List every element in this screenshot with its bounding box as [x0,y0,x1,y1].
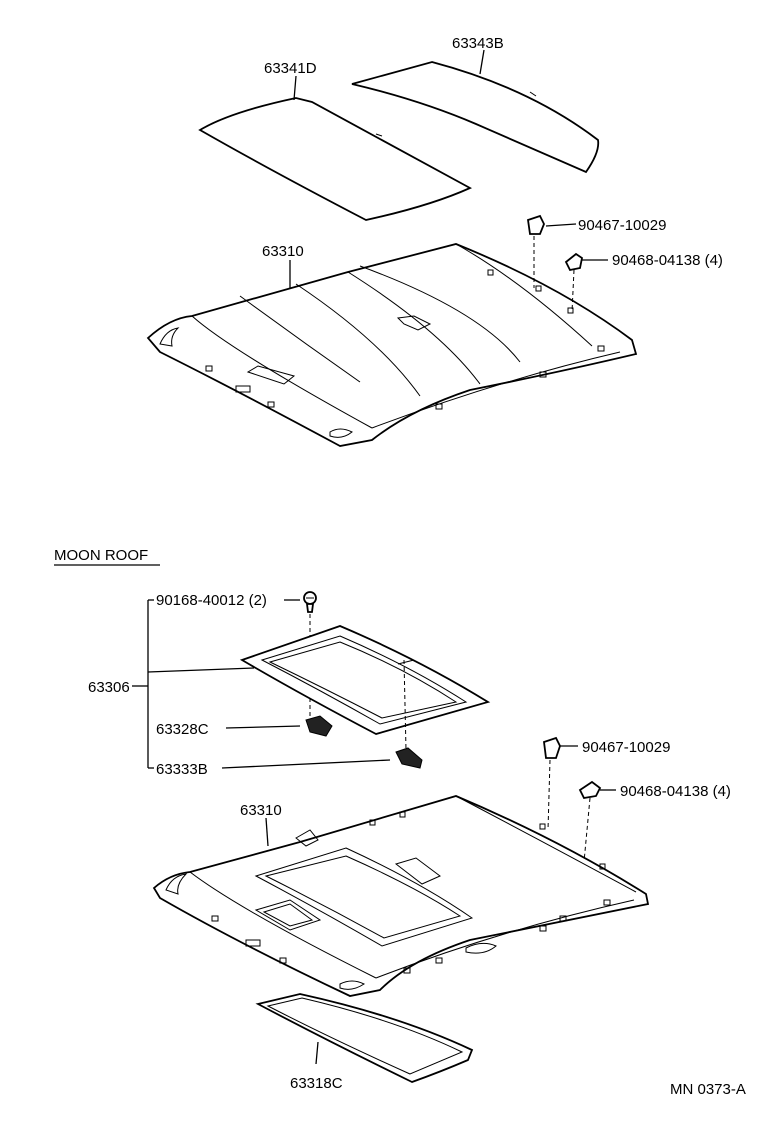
label-90468-bottom: 90468-04138 (4) [620,783,731,800]
pad-63341d [198,97,473,221]
clip-90467-top [527,214,545,288]
label-63343b: 63343B [452,35,504,52]
label-63310-top: 63310 [262,243,304,260]
clip-63328c [305,715,333,737]
label-90467-top: 90467-10029 [578,217,666,234]
label-63333b: 63333B [156,761,208,778]
label-63341d: 63341D [264,60,317,77]
drawing-reference: MN 0373-A [670,1081,746,1098]
holder-63333b [395,747,423,769]
clip-90468-top [564,252,584,313]
headliner-63310-top [146,243,638,447]
frame-63306 [239,625,491,735]
weatherstrip-63318c [255,993,474,1083]
label-90168: 90168-40012 (2) [156,592,267,609]
section-title-moon-roof: MOON ROOF [54,547,148,564]
clip-90467-bottom [543,736,561,831]
label-90468-top: 90468-04138 (4) [612,252,723,269]
clip-90468-bottom [578,780,602,863]
headliner-63310-bottom [152,795,650,997]
label-63328c: 63328C [156,721,209,738]
label-90467-bottom: 90467-10029 [582,739,670,756]
label-63306: 63306 [88,679,130,696]
label-63318c: 63318C [290,1075,343,1092]
pad-63343b [351,61,600,174]
screw-90168 [303,591,317,718]
label-63310-bottom: 63310 [240,802,282,819]
